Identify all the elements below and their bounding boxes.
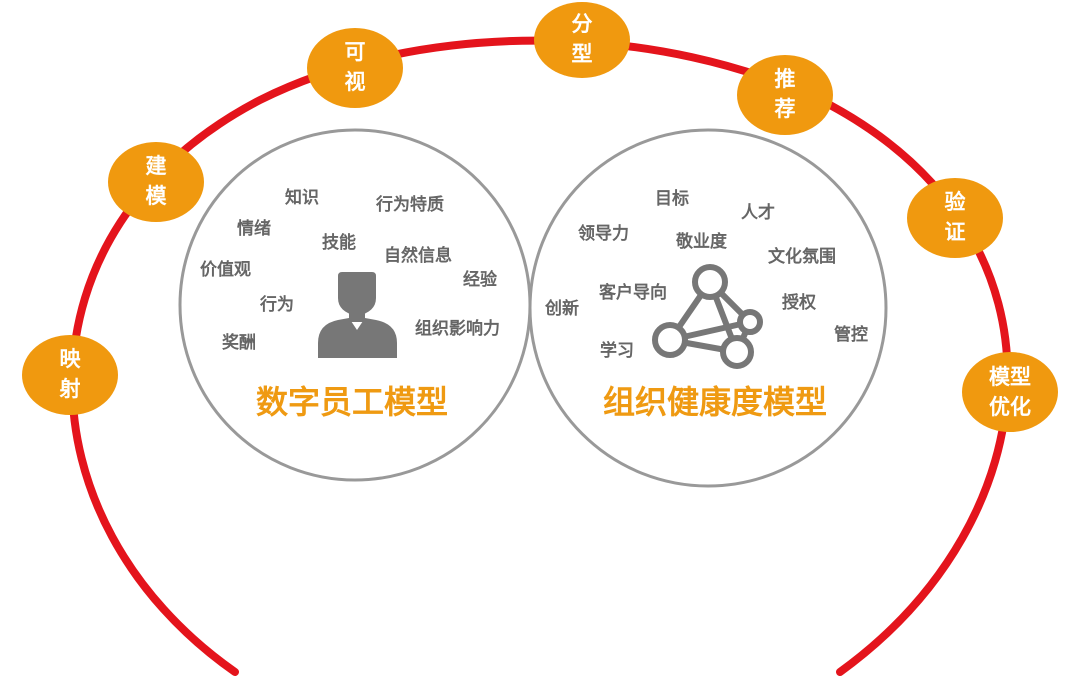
keyword-experience: 经验 — [463, 269, 498, 290]
stage-badge-optimization: 模型 优化 — [962, 352, 1058, 432]
keyword-talent: 人才 — [741, 202, 775, 223]
network-graph-icon — [652, 264, 763, 369]
stage-badge-modeling: 建 模 — [108, 142, 204, 222]
svg-text:视: 视 — [345, 70, 366, 94]
svg-text:映: 映 — [60, 347, 82, 371]
org-model-circle — [528, 128, 888, 488]
keyword-emotion: 情绪 — [237, 218, 271, 239]
keyword-behavior-traits: 行为特质 — [375, 194, 444, 215]
keyword-engagement: 敬业度 — [675, 231, 728, 252]
keyword-customer-focus: 客户导向 — [598, 282, 667, 303]
keyword-org-influence: 组织影响力 — [415, 318, 500, 339]
keyword-control: 管控 — [834, 324, 868, 345]
stage-badge-validation: 验 证 — [907, 178, 1003, 258]
stage-badge-visualization: 可 视 — [307, 28, 403, 108]
svg-text:型: 型 — [572, 42, 593, 66]
keyword-values: 价值观 — [200, 259, 251, 280]
keyword-innovation: 创新 — [544, 298, 579, 319]
svg-text:模型: 模型 — [989, 365, 1031, 389]
process-arc — [68, 36, 1012, 676]
org-model-title: 组织健康度模型 — [603, 383, 827, 421]
keyword-empowerment: 授权 — [782, 292, 817, 313]
keyword-behavior: 行为 — [259, 294, 294, 315]
keyword-leadership: 领导力 — [578, 223, 629, 244]
keyword-knowledge: 知识 — [284, 187, 319, 208]
stage-badge-recommendation: 推 荐 — [737, 55, 833, 135]
svg-text:建: 建 — [146, 154, 167, 178]
svg-text:模: 模 — [146, 184, 168, 208]
svg-text:推: 推 — [775, 67, 796, 91]
keyword-learning: 学习 — [600, 340, 634, 361]
svg-text:射: 射 — [59, 377, 81, 401]
person-bust-icon — [318, 272, 397, 358]
keyword-skills: 技能 — [322, 232, 356, 253]
keyword-natural-info: 自然信息 — [384, 245, 452, 266]
svg-text:荐: 荐 — [774, 97, 796, 121]
keyword-goals: 目标 — [655, 188, 689, 209]
svg-text:分: 分 — [572, 12, 593, 36]
stage-badge-mapping: 映 射 — [22, 335, 118, 415]
svg-text:优化: 优化 — [989, 395, 1031, 419]
employee-model-title: 数字员工模型 — [256, 383, 448, 421]
svg-text:可: 可 — [345, 40, 366, 64]
keyword-rewards: 奖酬 — [222, 332, 256, 353]
stage-badge-classification: 分 型 — [534, 2, 630, 78]
svg-text:验: 验 — [945, 190, 966, 214]
svg-text:证: 证 — [945, 220, 966, 244]
keyword-culture: 文化氛围 — [768, 246, 836, 267]
